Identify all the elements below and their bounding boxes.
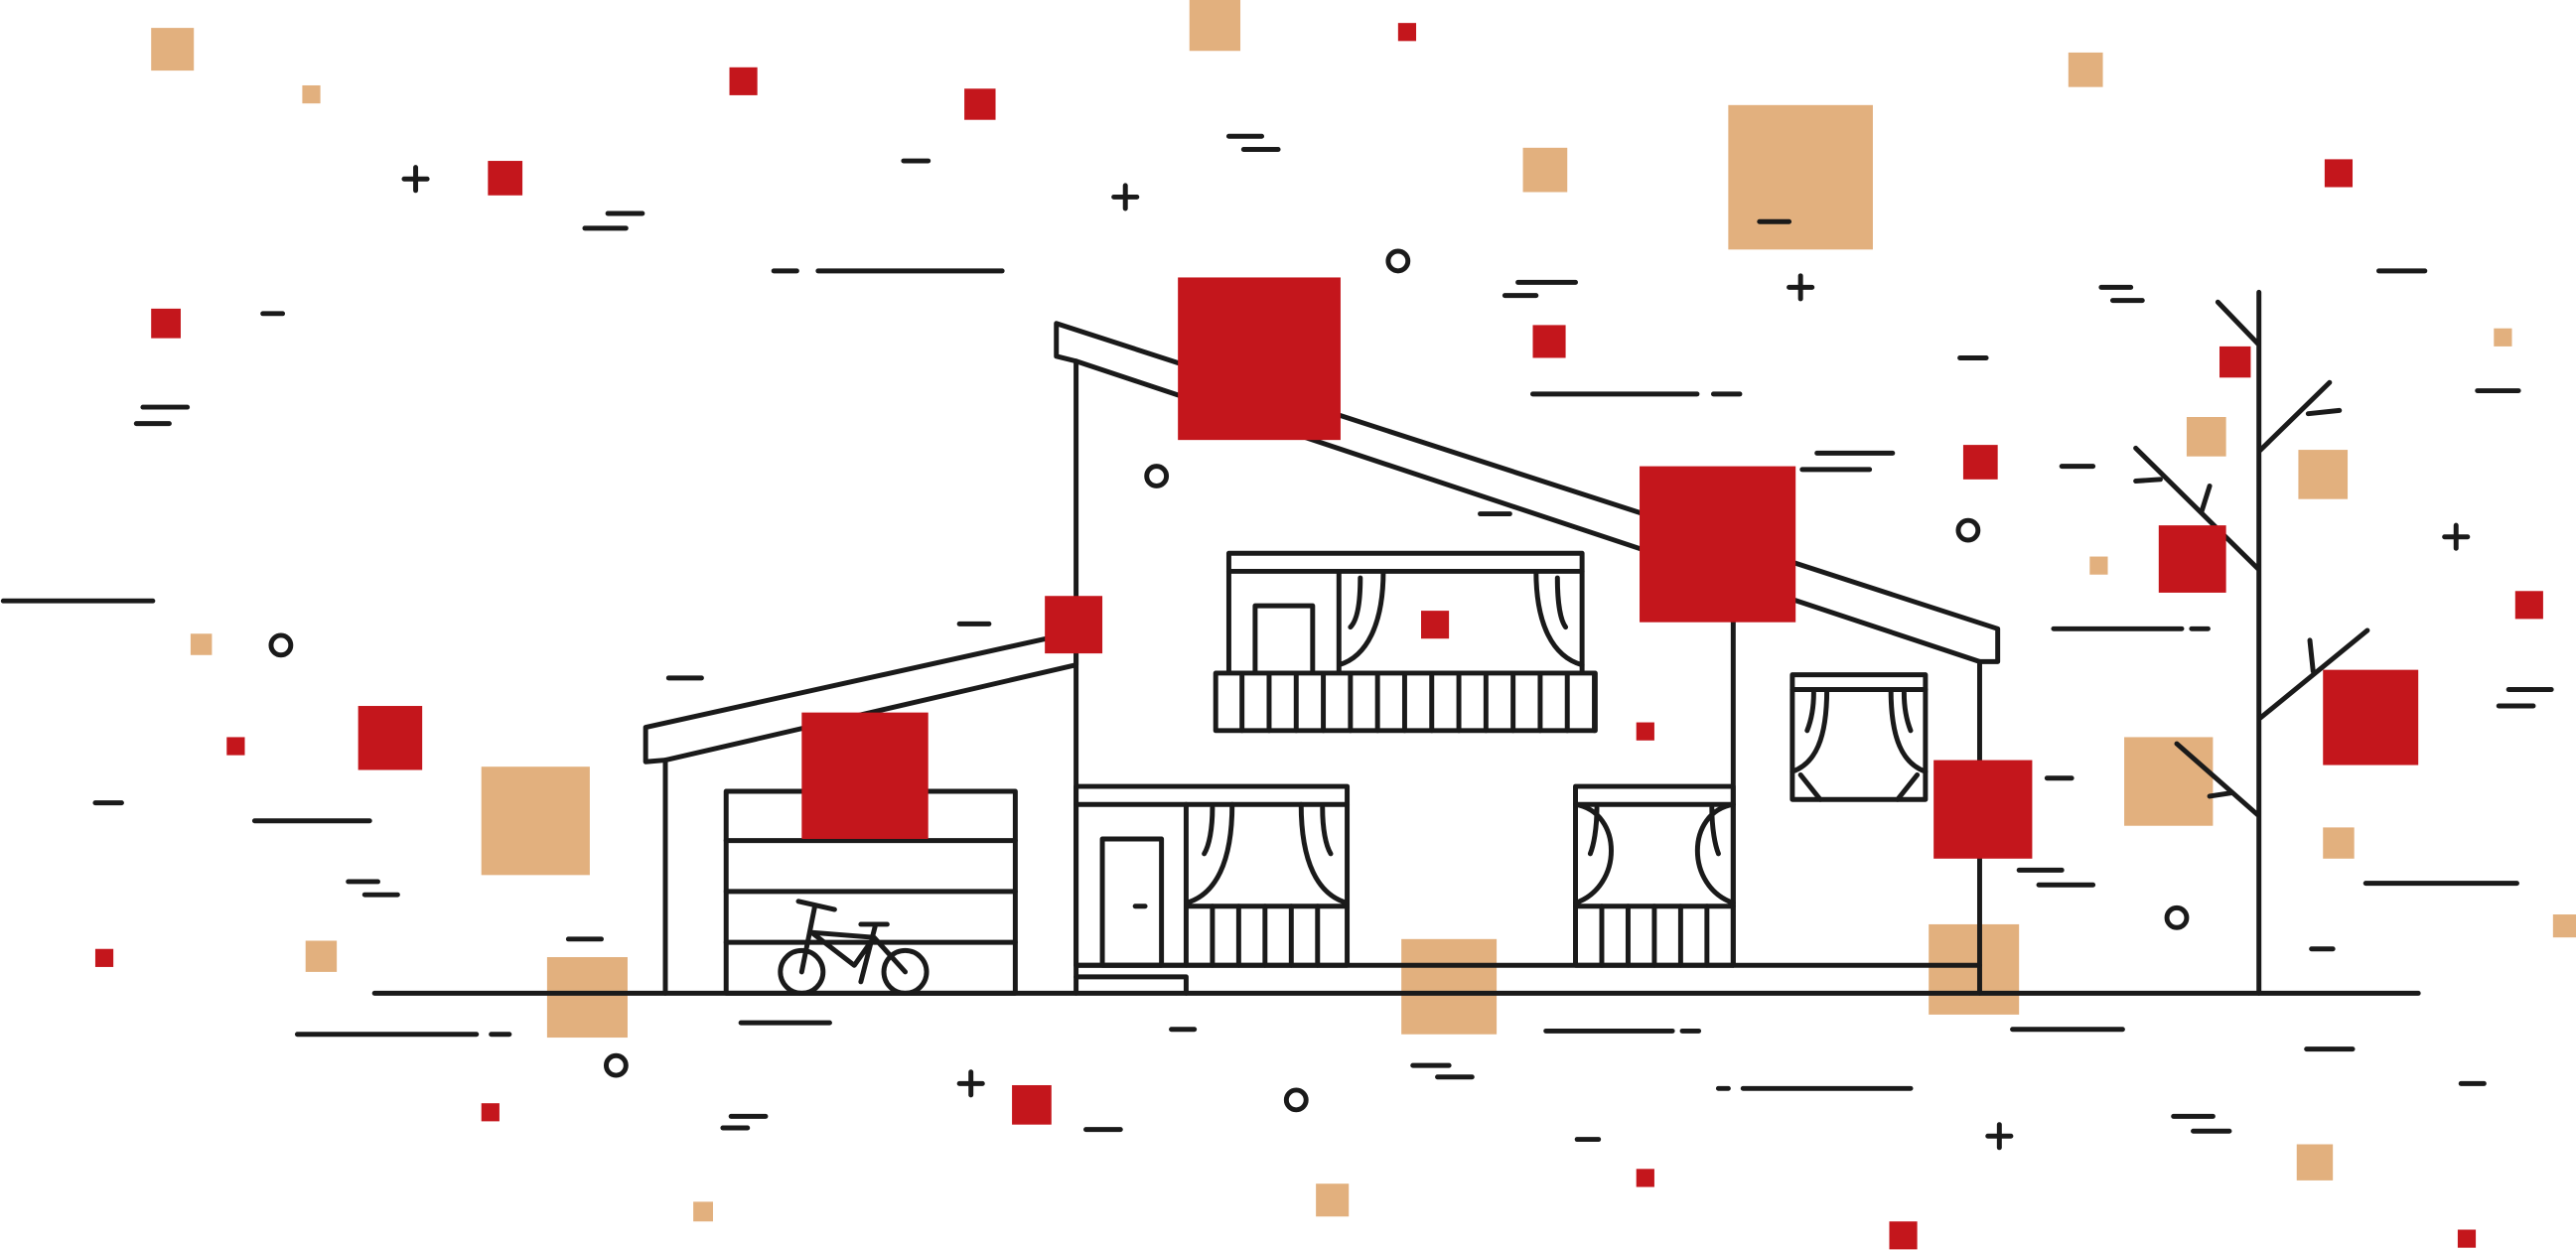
window-curtains — [1789, 687, 1929, 802]
tan-square — [1316, 1183, 1350, 1217]
circle-mark — [268, 632, 294, 658]
tan-square — [2296, 1144, 2334, 1181]
circle-mark — [1385, 248, 1411, 274]
red-square — [2457, 1229, 2477, 1248]
red-square — [151, 308, 181, 339]
circle-mark — [2164, 904, 2190, 930]
red-square — [1012, 1084, 1052, 1125]
circle-mark — [603, 1052, 629, 1078]
red-square — [1933, 760, 2033, 859]
tan-square — [1189, 0, 1241, 52]
circle-mark — [1144, 464, 1170, 488]
side-window — [1789, 672, 1929, 802]
red-square — [226, 737, 245, 756]
tan-square — [151, 28, 195, 71]
red-square — [2219, 346, 2251, 378]
tree — [2133, 289, 2370, 996]
circle-mark — [1283, 1087, 1309, 1113]
tan-square — [481, 766, 590, 876]
red-square — [2514, 591, 2543, 620]
red-square — [1889, 1221, 1918, 1250]
red-square — [1421, 611, 1450, 639]
foreground-squares — [94, 23, 2543, 1250]
red-square — [2323, 669, 2419, 765]
red-square — [1636, 1169, 1654, 1187]
front-door — [1099, 836, 1165, 968]
tan-square — [546, 957, 628, 1039]
tan-square — [2552, 914, 2576, 938]
tan-square — [2323, 827, 2355, 859]
tan-square — [2124, 737, 2214, 826]
red-square — [1397, 23, 1417, 42]
plus-icon — [1111, 183, 1140, 211]
tan-square — [1522, 147, 1568, 193]
red-square — [2324, 159, 2354, 188]
plus-icon — [1787, 273, 1815, 302]
balcony-door — [1252, 603, 1316, 676]
red-square — [1962, 445, 1998, 480]
background-decorations — [0, 0, 2576, 1222]
red-square — [1532, 325, 1566, 358]
tan-square — [1401, 938, 1498, 1035]
red-square — [801, 712, 929, 839]
front-steps — [1073, 974, 1189, 996]
balcony-curtains — [1336, 568, 1585, 676]
red-square — [481, 1103, 500, 1122]
red-square — [1178, 277, 1341, 441]
tan-square — [2494, 328, 2512, 347]
tan-square — [693, 1201, 713, 1222]
tan-square — [2298, 450, 2349, 499]
red-square — [94, 948, 114, 967]
red-square — [2158, 525, 2226, 593]
tan-square — [1728, 104, 1873, 250]
tan-square — [305, 940, 338, 972]
tan-square — [190, 633, 213, 655]
tan-square — [1929, 923, 2020, 1015]
plus-icon — [956, 1069, 985, 1098]
plus-icon — [401, 165, 430, 194]
red-square — [729, 67, 758, 95]
red-square — [1045, 596, 1103, 654]
railing-bars — [1239, 670, 1598, 734]
plus-icon — [2442, 522, 2471, 551]
red-square — [358, 706, 423, 770]
red-square — [488, 161, 523, 196]
porch-railing-bars — [1210, 904, 1710, 968]
house — [371, 289, 2421, 996]
tan-square — [2089, 556, 2108, 575]
tan-square — [2068, 52, 2103, 87]
red-square — [1640, 466, 1796, 623]
bicycle — [778, 899, 930, 996]
circle-mark — [1955, 517, 1981, 543]
tan-square — [302, 84, 321, 104]
red-square — [1636, 722, 1654, 741]
red-square — [964, 88, 996, 120]
plus-icon — [1985, 1122, 2014, 1151]
tan-square — [2186, 417, 2226, 457]
